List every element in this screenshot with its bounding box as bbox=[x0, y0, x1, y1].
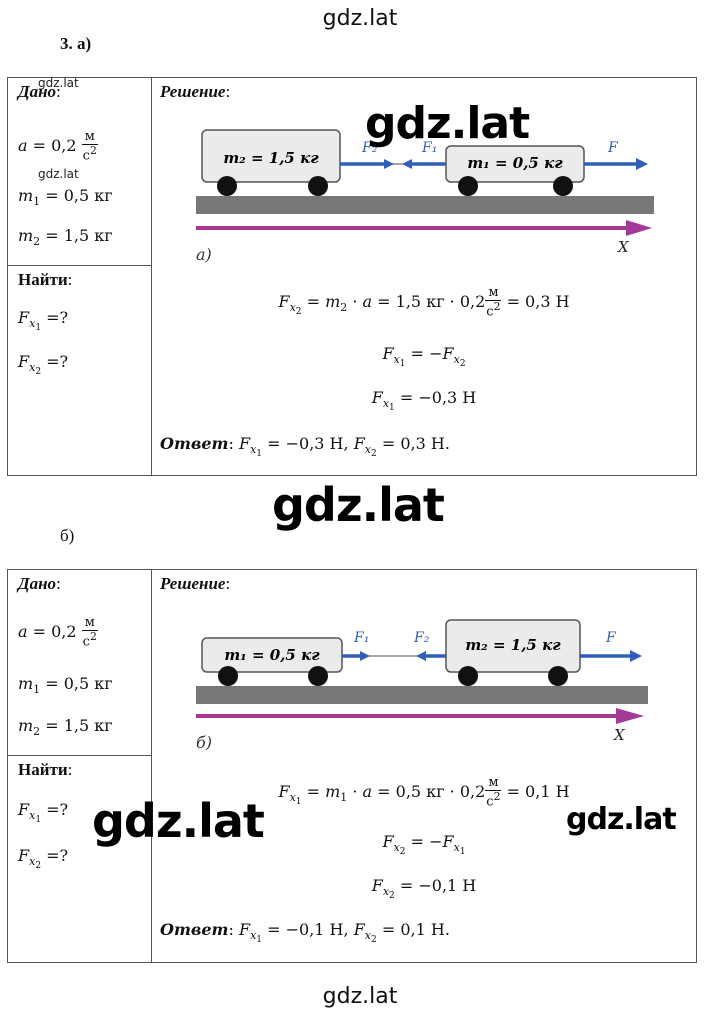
find-cell-b: Найти: Fx1 =? Fx2 =? bbox=[7, 755, 152, 963]
given-label: Дано bbox=[18, 82, 57, 101]
wheel bbox=[217, 176, 237, 196]
wheel bbox=[458, 176, 478, 196]
cart-left-label: m₂ = 1,5 кг bbox=[223, 149, 319, 167]
axis-arrow-head bbox=[616, 708, 644, 724]
cart-right-label: m₂ = 1,5 кг bbox=[465, 636, 561, 654]
watermark-small: gdz.lat bbox=[38, 167, 79, 181]
track bbox=[196, 686, 648, 704]
axis-arrow-head bbox=[626, 220, 652, 236]
watermark-bottom: gdz.lat bbox=[322, 984, 398, 1009]
arrow-head bbox=[360, 651, 370, 661]
label-f-mid: F₁ bbox=[421, 140, 437, 156]
formula-3-b: Fx2 = −0,1 Н bbox=[371, 876, 477, 902]
cart-right bbox=[445, 619, 581, 673]
solution-cell-b: Решение: m₁ = 0,5 кг m₂ = 1,5 кг bbox=[151, 569, 697, 963]
formula-2-b: Fx2 = −Fx1 bbox=[382, 832, 466, 858]
wheel bbox=[308, 666, 328, 686]
formula-3-a: Fx1 = −0,3 Н bbox=[371, 388, 477, 414]
solution-cell-a: Решение: m₂ = 1,5 кг m₁ = 0,5 кг bbox=[151, 77, 697, 476]
answer-label: Ответ bbox=[160, 434, 229, 453]
answer-b: Ответ: Fx1 = −0,1 Н, Fx2 = 0,1 Н. bbox=[160, 920, 450, 946]
find-cell-a: Найти: Fx1 =? Fx2 =? bbox=[7, 265, 152, 476]
watermark-big: gdz.lat bbox=[92, 794, 265, 848]
formula-2-a: Fx1 = −Fx2 bbox=[382, 344, 466, 370]
find-label: Найти bbox=[18, 760, 68, 779]
wheel bbox=[218, 666, 238, 686]
given-m1: m1 = 0,5 кг bbox=[18, 186, 113, 209]
find-fx2: Fx2 =? bbox=[18, 352, 69, 378]
wheel bbox=[548, 666, 568, 686]
figure-caption: а) bbox=[196, 245, 212, 264]
label-f-left: F₁ bbox=[353, 630, 369, 646]
cart-left bbox=[201, 129, 341, 183]
arrow-head bbox=[630, 650, 642, 662]
answer-a: Ответ: Fx1 = −0,3 Н, Fx2 = 0,3 Н. bbox=[160, 434, 450, 460]
wheel bbox=[308, 176, 328, 196]
solution-label: Решение bbox=[160, 574, 226, 593]
given-m2: m2 = 1,5 кг bbox=[18, 226, 113, 249]
wheel bbox=[458, 666, 478, 686]
watermark-big: gdz.lat bbox=[272, 478, 445, 532]
find-fx1: Fx1 =? bbox=[18, 800, 69, 826]
arrow-head bbox=[384, 159, 394, 169]
problem-number: 3. а) bbox=[60, 34, 92, 53]
label-f-right: F bbox=[605, 630, 617, 646]
figure-caption: б) bbox=[196, 733, 212, 752]
cart-right-label: m₁ = 0,5 кг bbox=[467, 154, 563, 172]
find-fx1: Fx1 =? bbox=[18, 308, 69, 334]
given-label: Дано bbox=[18, 574, 57, 593]
watermark-big: gdz.lat bbox=[365, 98, 530, 149]
cart-left-label: m₁ = 0,5 кг bbox=[224, 646, 320, 664]
watermark-top: gdz.lat bbox=[322, 6, 398, 31]
find-label: Найти bbox=[18, 270, 68, 289]
part-b-label: б) bbox=[60, 526, 75, 545]
label-f-mid: F₂ bbox=[413, 630, 430, 646]
label-f-right: F bbox=[607, 140, 619, 156]
arrow-head bbox=[402, 159, 412, 169]
axis-label: X bbox=[613, 726, 626, 744]
find-fx2: Fx2 =? bbox=[18, 846, 69, 872]
label-f-left: F₂ bbox=[361, 140, 378, 156]
watermark-small: gdz.lat bbox=[38, 76, 79, 90]
answer-label: Ответ bbox=[160, 920, 229, 939]
figure-b: m₁ = 0,5 кг m₂ = 1,5 кг F₁ F₂ bbox=[190, 610, 660, 752]
given-m1: m1 = 0,5 кг bbox=[18, 674, 113, 697]
wheel bbox=[553, 176, 573, 196]
track bbox=[196, 196, 654, 214]
figure-a: m₂ = 1,5 кг m₁ = 0,5 кг F₂ F₁ bbox=[190, 112, 660, 264]
arrow-head bbox=[636, 158, 648, 170]
given-m2: m2 = 1,5 кг bbox=[18, 716, 113, 739]
solution-label: Решение bbox=[160, 82, 226, 101]
arrow-head bbox=[416, 651, 426, 661]
watermark-right-cut: gdz.lat bbox=[566, 802, 677, 837]
axis-label: X bbox=[617, 238, 630, 256]
